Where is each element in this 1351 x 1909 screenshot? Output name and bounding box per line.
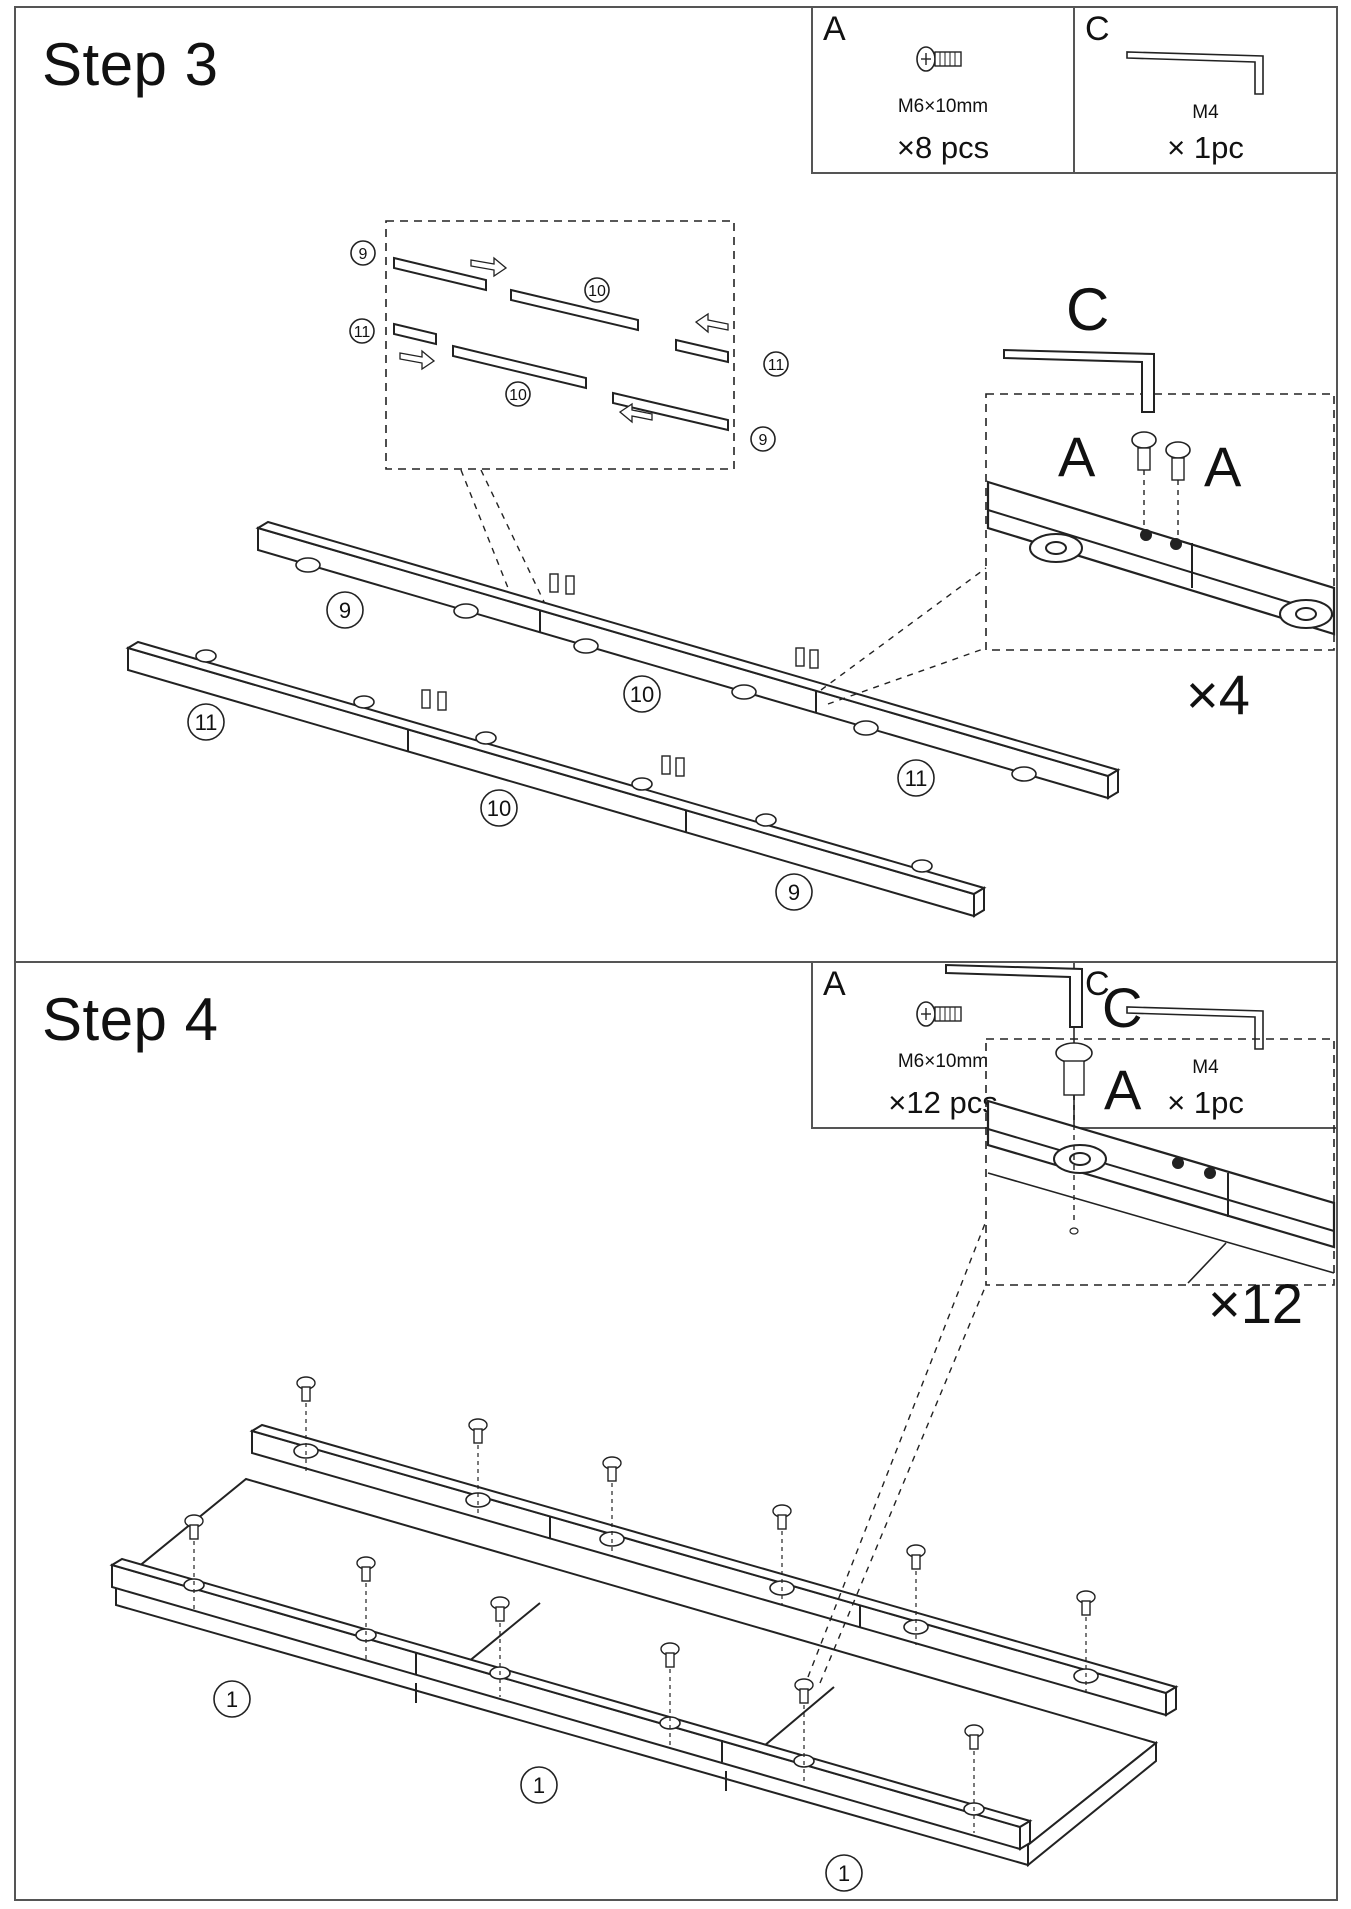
part-a-cell: A M6×10mm ×8 pcs bbox=[813, 8, 1075, 172]
label-part-1: 1 bbox=[533, 1773, 545, 1798]
part-10-small-a bbox=[510, 288, 639, 332]
step-4-panel: Step 4 A M6×10mm ×12 pcs C M4 × 1pc bbox=[14, 961, 1338, 1901]
part-c-letter: C bbox=[1085, 10, 1110, 48]
label-part-1: 1 bbox=[838, 1861, 850, 1886]
label-part-10: 10 bbox=[630, 682, 654, 707]
part-c-qty: × 1pc bbox=[1167, 1085, 1244, 1120]
part-11-small-a bbox=[393, 322, 437, 346]
label-part-9: 9 bbox=[339, 598, 351, 623]
part-a-letter: A bbox=[823, 965, 846, 1003]
label-part-11: 11 bbox=[905, 766, 928, 791]
label-part-9: 9 bbox=[359, 246, 368, 263]
screw-a-label-right: A bbox=[1204, 435, 1242, 498]
label-part-11: 11 bbox=[354, 324, 371, 341]
multiplier-x12: ×12 bbox=[1208, 1272, 1303, 1335]
step-3-title: Step 3 bbox=[42, 31, 219, 98]
allen-key-icon bbox=[1126, 51, 1264, 95]
part-c-cell: C M4 × 1pc bbox=[1075, 8, 1336, 172]
callout-box bbox=[985, 1038, 1335, 1286]
screw-a-label: A bbox=[1104, 1058, 1142, 1121]
part-11-small-b bbox=[675, 338, 729, 364]
part-c-letter: C bbox=[1085, 965, 1110, 1003]
label-part-9: 9 bbox=[788, 880, 800, 905]
step-3-parts-box: A M6×10mm ×8 pcs C M4 × 1pc bbox=[811, 6, 1338, 174]
screw-a-label-left: A bbox=[1058, 425, 1096, 488]
part-9-small bbox=[393, 256, 487, 292]
screw-icon bbox=[916, 46, 962, 72]
label-part-1: 1 bbox=[226, 1687, 238, 1712]
screw-icon bbox=[916, 1001, 962, 1027]
part-9-small-b bbox=[612, 391, 729, 432]
part-c-spec: M4 bbox=[1192, 102, 1219, 123]
step-4-title: Step 4 bbox=[42, 986, 219, 1053]
callout-box bbox=[985, 393, 1335, 651]
part-a-cell: A M6×10mm ×12 pcs bbox=[813, 963, 1075, 1127]
part-a-letter: A bbox=[823, 10, 846, 48]
allen-key-callout bbox=[1003, 348, 1155, 413]
part-a-qty: ×12 pcs bbox=[888, 1085, 998, 1120]
step-3-panel: Step 3 A M6×10mm ×8 pcs C M4 × 1pc bbox=[14, 6, 1338, 963]
tool-c-label: C bbox=[1066, 276, 1109, 343]
part-a-qty: ×8 pcs bbox=[896, 130, 990, 165]
step-4-illustration: 1 1 1 C A ×12 bbox=[109, 963, 1336, 1892]
rail-front bbox=[127, 646, 975, 918]
label-part-10: 10 bbox=[509, 387, 527, 404]
label-part-10: 10 bbox=[588, 283, 606, 300]
label-part-9: 9 bbox=[759, 432, 768, 449]
multiplier-x4: ×4 bbox=[1186, 663, 1250, 726]
part-c-cell: C M4 × 1pc bbox=[1075, 963, 1336, 1127]
part-c-spec: M4 bbox=[1192, 1057, 1219, 1078]
allen-key-icon bbox=[1126, 1006, 1264, 1050]
exploded-view-box bbox=[385, 220, 735, 470]
part-a-spec: M6×10mm bbox=[897, 96, 989, 117]
part-c-qty: × 1pc bbox=[1167, 130, 1244, 165]
tool-c-label: C bbox=[1102, 976, 1142, 1039]
label-part-11: 11 bbox=[768, 357, 785, 374]
label-part-10: 10 bbox=[487, 796, 511, 821]
part-10-small-b bbox=[452, 344, 587, 390]
label-part-11: 11 bbox=[195, 710, 218, 735]
allen-key-callout bbox=[945, 963, 1083, 1028]
part-a-spec: M6×10mm bbox=[897, 1051, 989, 1072]
step-3-illustration: 9 11 10 10 11 9 9 10 11 11 10 9 C A A ×4 bbox=[125, 220, 1336, 918]
